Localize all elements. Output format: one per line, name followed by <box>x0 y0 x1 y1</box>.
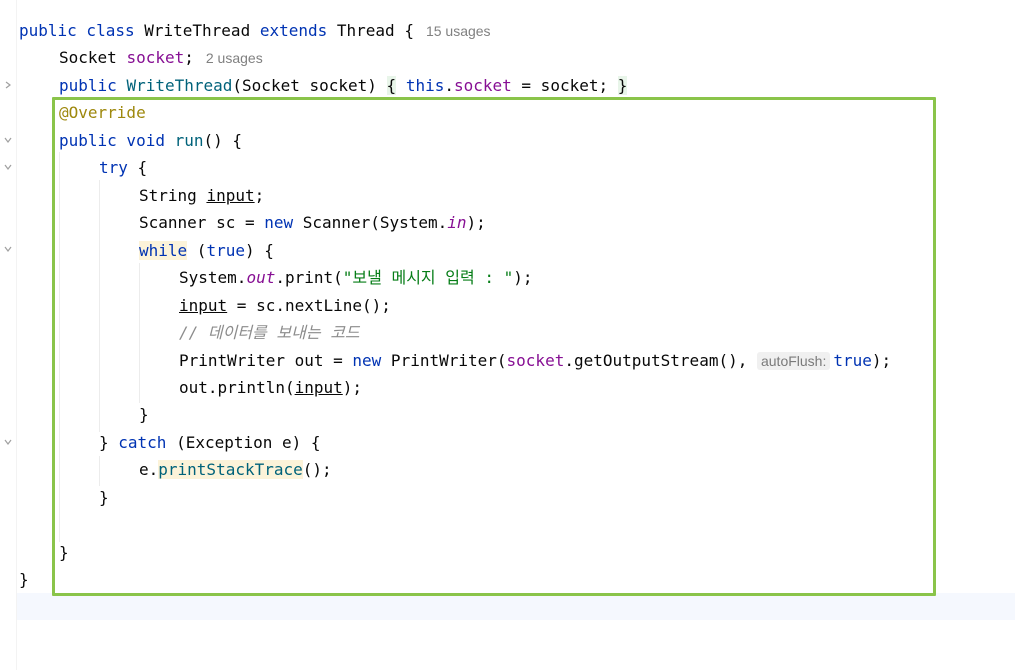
fold-collapse-icon[interactable] <box>3 135 13 145</box>
code-line-5[interactable]: public void run() { <box>59 131 243 150</box>
code-line-3[interactable]: public WriteThread(Socket socket) { this… <box>59 76 628 95</box>
code-line-13[interactable]: PrintWriter out = new PrintWriter(socket… <box>179 351 892 370</box>
code-line-17[interactable]: e.printStackTrace(); <box>139 460 332 479</box>
editor-gutter <box>0 0 17 670</box>
current-line-highlight <box>17 593 1015 620</box>
usages-hint: 2 usages <box>205 50 263 66</box>
code-line-2[interactable]: Socket socket;2 usages <box>59 48 263 67</box>
code-line-10[interactable]: System.out.print("보낼 메시지 입력 : "); <box>179 268 533 287</box>
code-line-21[interactable]: } <box>19 570 29 589</box>
parameter-hint: autoFlush: <box>756 352 831 370</box>
code-line-16[interactable]: } catch (Exception e) { <box>99 433 321 452</box>
code-line-20[interactable]: } <box>59 543 69 562</box>
fold-collapse-icon[interactable] <box>3 244 13 254</box>
usages-hint: 15 usages <box>425 23 491 39</box>
fold-collapse-icon[interactable] <box>3 437 13 447</box>
fold-collapse-icon[interactable] <box>3 162 13 172</box>
indent-guide <box>139 263 140 403</box>
fold-expand-icon[interactable] <box>3 80 13 90</box>
code-line-9[interactable]: while (true) { <box>139 241 274 260</box>
code-line-6[interactable]: try { <box>99 158 148 177</box>
code-line-4[interactable]: @Override <box>59 103 146 122</box>
code-line-12[interactable]: // 데이터를 보내는 코드 <box>179 323 360 342</box>
code-line-1[interactable]: public class WriteThread extends Thread … <box>19 21 491 40</box>
code-line-18[interactable]: } <box>99 488 109 507</box>
code-line-15[interactable]: } <box>139 405 149 424</box>
code-line-14[interactable]: out.println(input); <box>179 378 363 397</box>
code-line-11[interactable]: input = sc.nextLine(); <box>179 296 391 315</box>
highlight-box <box>52 97 936 596</box>
code-line-8[interactable]: Scanner sc = new Scanner(System.in); <box>139 213 486 232</box>
indent-guide <box>59 152 60 542</box>
indent-guide <box>99 456 100 486</box>
indent-guide <box>99 180 100 432</box>
code-line-7[interactable]: String input; <box>139 186 265 205</box>
